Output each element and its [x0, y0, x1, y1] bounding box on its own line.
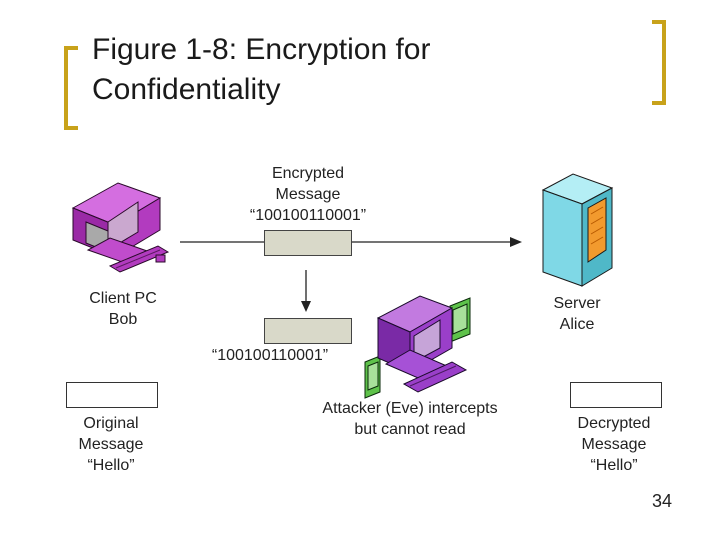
original-message-box: [66, 382, 158, 408]
original-message-line1: Original: [83, 415, 139, 432]
client-pc-label: Client PC Bob: [72, 288, 174, 330]
decrypted-message-line2: Message: [581, 436, 647, 453]
encrypted-message-label: Encrypted Message “100100110001”: [218, 163, 398, 226]
client-pc-line2: Bob: [108, 311, 138, 328]
intercepted-packet: [264, 318, 352, 344]
server-line2: Alice: [559, 316, 595, 333]
server-line1: Server: [553, 295, 601, 312]
attacker-line1: Attacker (Eve) intercepts: [322, 400, 498, 417]
decrypted-message-label: Decrypted Message “Hello”: [557, 413, 671, 476]
server-icon: [541, 173, 614, 287]
intercepted-packet-label: “100100110001”: [211, 347, 329, 364]
attacker-pc-icon: [364, 295, 471, 399]
server-label: Server Alice: [532, 293, 622, 335]
left-title-bracket: [64, 46, 78, 130]
original-message-label: Original Message “Hello”: [56, 413, 166, 476]
encrypted-message-line3: “100100110001”: [249, 207, 367, 224]
page-number: 34: [651, 491, 672, 511]
original-message-line3: “Hello”: [87, 457, 135, 474]
decrypted-message-line3: “Hello”: [590, 457, 638, 474]
attacker-line2: but cannot read: [354, 421, 466, 438]
client-pc-line1: Client PC: [89, 290, 157, 307]
encrypted-message-line1: Encrypted: [271, 165, 345, 182]
slide-title-line2: Confidentiality: [92, 73, 281, 106]
client-pc-icon: [71, 182, 170, 273]
attacker-label: Attacker (Eve) intercepts but cannot rea…: [300, 398, 520, 440]
decrypted-message-line1: Decrypted: [577, 415, 651, 432]
right-title-bracket: [652, 20, 666, 105]
encrypted-packet: [264, 230, 352, 256]
slide-title-line1: Figure 1-8: Encryption for: [92, 33, 431, 66]
decrypted-message-box: [570, 382, 662, 408]
slide-title: Figure 1-8: Encryption for Confidentiali…: [92, 30, 552, 110]
original-message-line2: Message: [78, 436, 144, 453]
encrypted-message-line2: Message: [275, 186, 341, 203]
